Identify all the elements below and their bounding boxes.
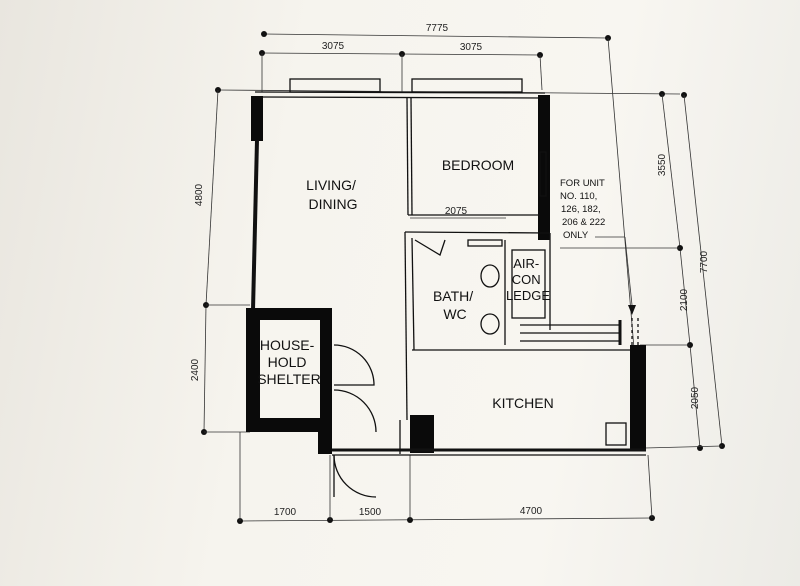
dim-bottom-left: 1700 — [274, 507, 297, 518]
dim-overall-width: 7775 — [426, 23, 449, 34]
dim-top-left: 3075 — [322, 41, 345, 52]
walls — [246, 78, 646, 498]
room-label-living-dining: LIVING/ DINING — [306, 177, 360, 212]
room-label-bath-wc: BATH/ WC — [433, 288, 477, 322]
dim-left-lower: 2400 — [190, 358, 201, 381]
dim-bedroom-inner: 2075 — [445, 206, 468, 217]
dim-right-middle: 2100 — [679, 288, 690, 311]
dim-top-right: 3075 — [460, 42, 483, 53]
unit-note: FOR UNIT NO. 110, 126, 182, 206 & 222 ON… — [560, 178, 608, 241]
room-label-household-shelter: HOUSE- HOLD SHELTER — [257, 337, 321, 387]
dim-overall-height: 7700 — [699, 250, 710, 273]
dim-right-lower: 2050 — [690, 386, 701, 409]
room-label-aircon-ledge: AIR- CON LEDGE — [506, 256, 550, 303]
dimension-lines — [201, 31, 725, 524]
dim-left-upper: 4800 — [194, 183, 205, 206]
dim-bottom-middle: 1500 — [359, 507, 382, 518]
dim-bottom-right: 4700 — [520, 506, 543, 517]
dim-right-upper: 3550 — [657, 153, 668, 176]
room-label-bedroom: BEDROOM — [442, 157, 514, 173]
room-label-kitchen: KITCHEN — [492, 395, 553, 411]
